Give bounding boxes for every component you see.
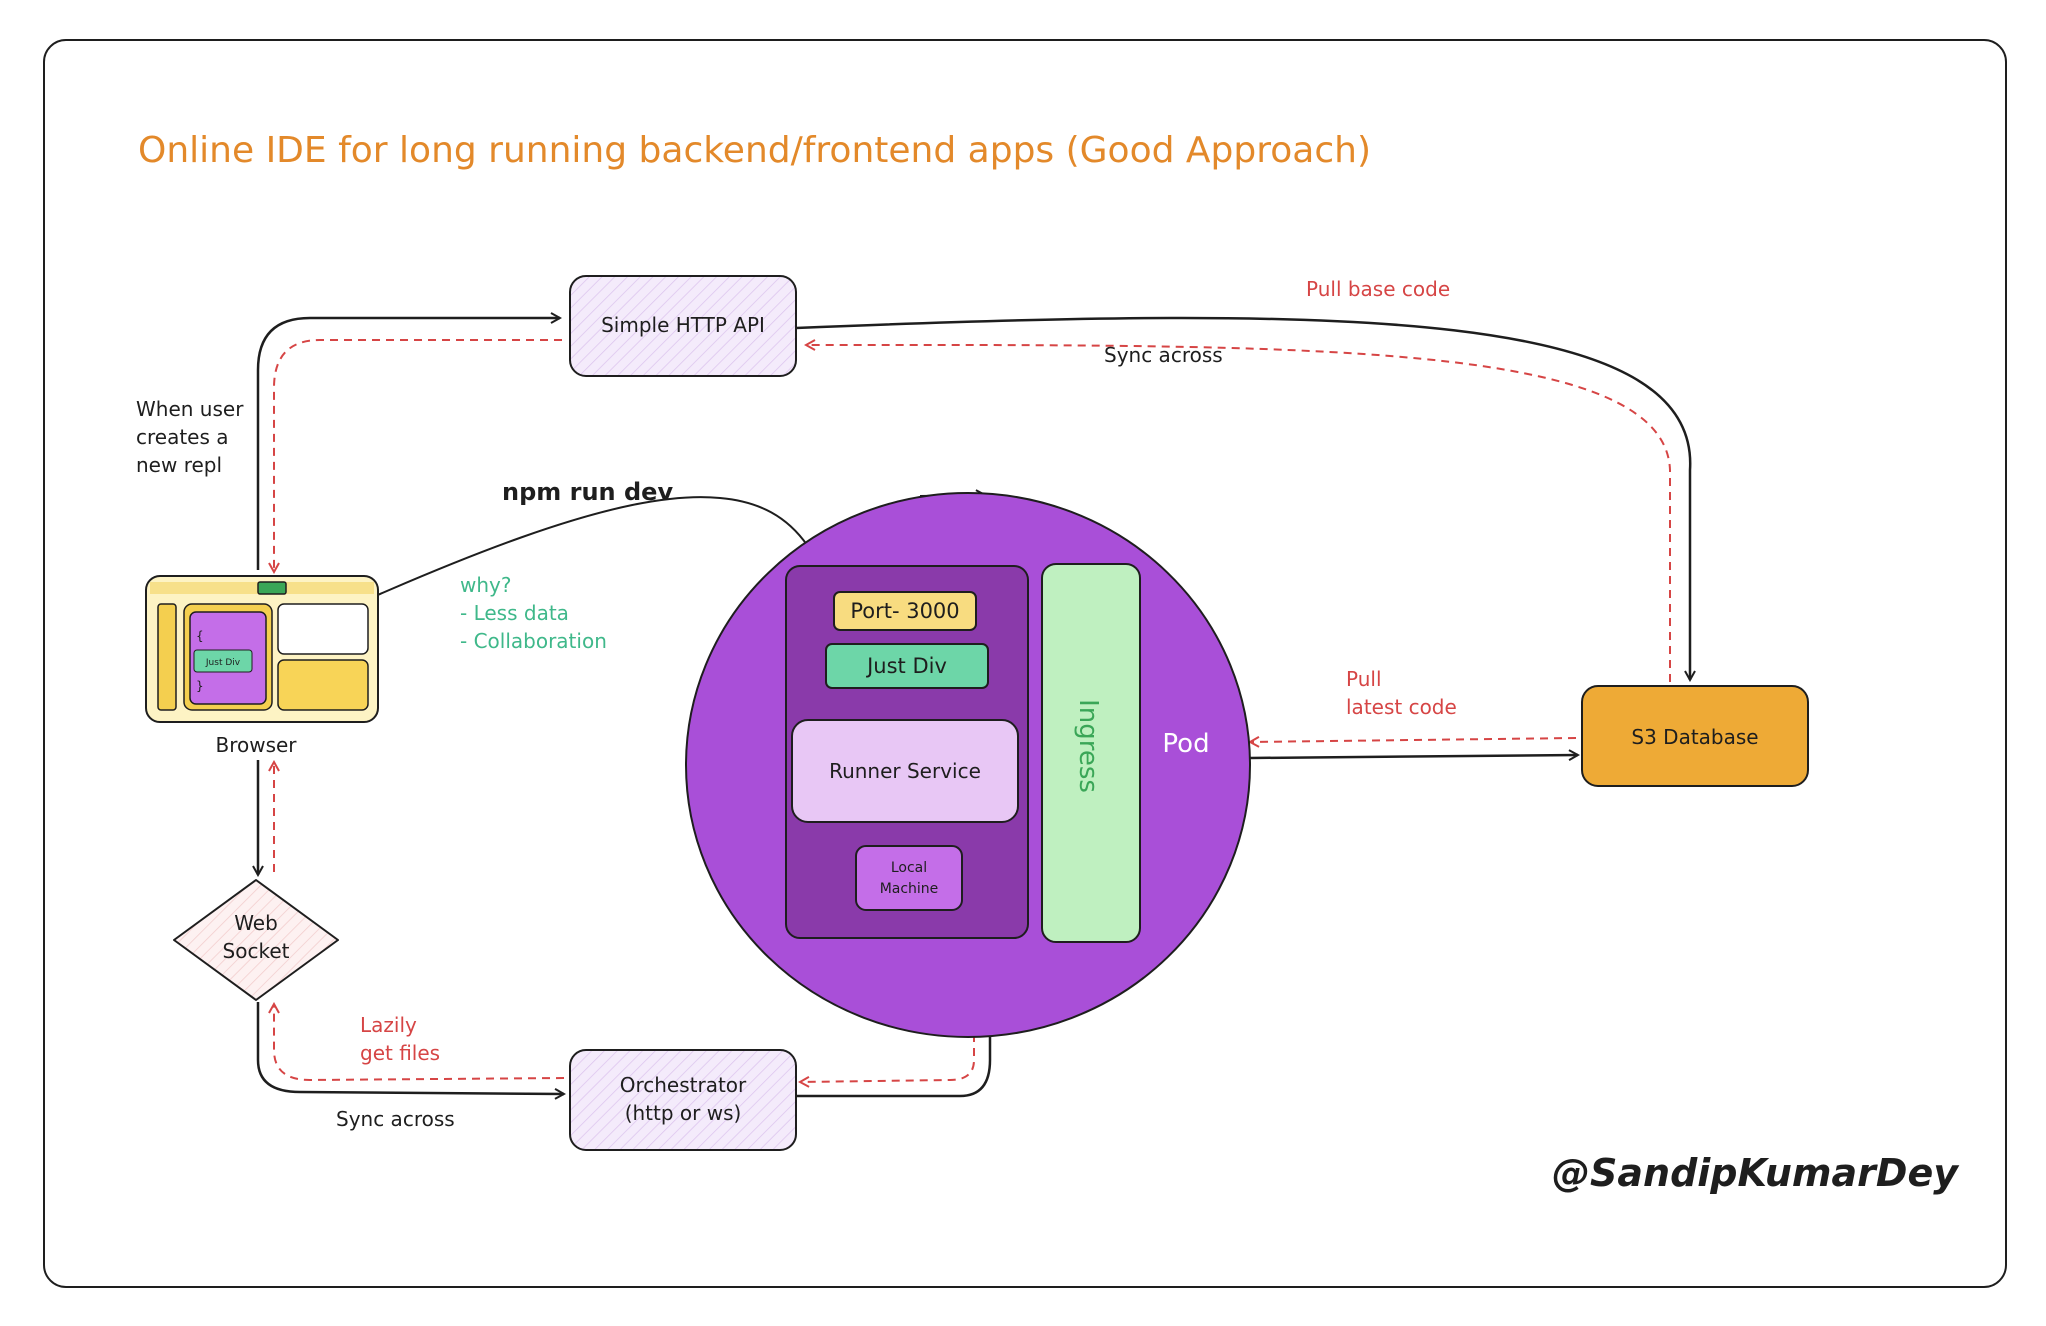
npm-run-dev-label: npm run dev (502, 478, 673, 506)
ingress-label: Ingress (1073, 699, 1103, 793)
browser-console-pane (277, 659, 369, 711)
when-user-line3: new repl (136, 453, 222, 477)
http-api-node[interactable]: Simple HTTP API (569, 275, 797, 377)
lazily-line2: get files (360, 1041, 440, 1065)
ingress-box (1041, 563, 1141, 943)
when-user-line2: creates a (136, 425, 229, 449)
orchestrator-label-line1: Orchestrator (620, 1073, 747, 1097)
arrow-api-to-s3 (795, 316, 1690, 680)
just-div-label: Just Div (865, 654, 947, 678)
http-api-label: Simple HTTP API (601, 313, 765, 337)
arrow-pod-to-orch (800, 1020, 975, 1082)
local-machine-label-line2: Machine (880, 881, 939, 897)
brace-open-icon: { (196, 629, 204, 643)
why-line1: why? (460, 573, 511, 597)
port-label: Port- 3000 (850, 599, 959, 623)
sync-across-top-label: Sync across (1104, 343, 1223, 367)
browser-just-div-label: Just Div (205, 658, 241, 668)
just-div-box (825, 643, 989, 689)
pull-base-code-label: Pull base code (1306, 277, 1450, 301)
websocket-label-line1: Web (234, 911, 278, 935)
lazily-line1: Lazily (360, 1013, 417, 1037)
brace-close-icon: } (196, 679, 204, 693)
arrow-api-to-browser (274, 339, 562, 572)
local-machine-box (855, 845, 963, 911)
why-line2: - Less data (460, 601, 569, 625)
pod-label: Pod (1162, 729, 1209, 759)
sync-across-bottom-label: Sync across (336, 1107, 455, 1131)
arrow-orch-to-ws (274, 1004, 565, 1082)
browser-just-div (193, 649, 253, 673)
runner-service-label: Runner Service (829, 759, 981, 783)
arrow-s3-to-pod (1250, 738, 1577, 742)
browser-sidebar (157, 603, 177, 711)
s3-database-label: S3 Database (1631, 725, 1758, 749)
browser-status-bar (257, 581, 287, 595)
websocket-node[interactable]: Web Socket (173, 879, 339, 1001)
s3-database-node[interactable]: S3 Database (1581, 685, 1809, 787)
orchestrator-label-line2: (http or ws) (625, 1101, 742, 1125)
port-badge (833, 591, 977, 631)
websocket-label-line2: Socket (223, 939, 290, 963)
pull-latest-line2: latest code (1346, 695, 1457, 719)
why-line3: - Collaboration (460, 629, 607, 653)
runner-service-box (791, 719, 1019, 823)
when-user-line1: When user (136, 397, 244, 421)
arrow-browser-to-api (256, 318, 560, 570)
browser-node[interactable]: { } Just Div (145, 575, 379, 723)
pod-node[interactable]: Pod Port- 3000 Just Div Runner Service L… (685, 492, 1251, 1038)
author-signature: @SandipKumarDey (1552, 1151, 1960, 1195)
local-machine-label-line1: Local (891, 860, 927, 876)
browser-label: Browser (215, 733, 297, 757)
arrow-orch-to-pod (796, 1018, 990, 1098)
pull-latest-line1: Pull (1346, 667, 1382, 691)
browser-preview-pane (277, 603, 369, 655)
arrow-pod-to-s3 (1249, 755, 1578, 758)
orchestrator-node[interactable]: Orchestrator (http or ws) (569, 1049, 797, 1151)
diagram-title: Online IDE for long running backend/fron… (138, 130, 1371, 171)
arrow-ws-to-orch (256, 1002, 564, 1094)
arrow-s3-to-api (806, 345, 1671, 682)
